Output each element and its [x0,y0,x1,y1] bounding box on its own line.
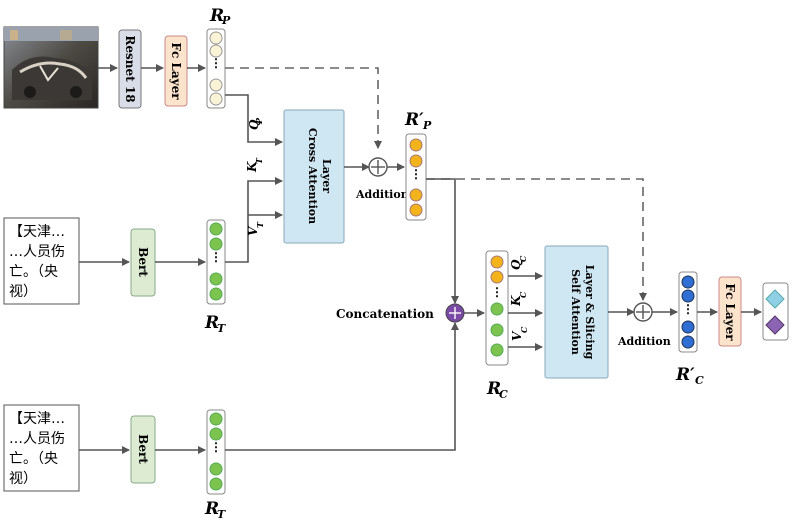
text2-line-2: …人员伤 [9,431,65,447]
rc-prime-label: R′ [675,365,695,385]
qp-label-sub: P [254,117,264,125]
vehicle-photo-icon [3,26,99,109]
fc-layer-2-label: Fc Layer [723,283,737,341]
rp-label: R [209,6,224,26]
rc-vector: ⋮ [485,250,509,366]
text-input-2: 【天津… …人员伤 亡。（央 视） [3,404,80,492]
cross-attention-line2: Layer [320,159,333,193]
rt-label-1: R [204,313,219,333]
cross-attention-block: Cross Attention Layer [283,109,345,244]
text2-line-3: 亡。（央 [9,451,58,467]
rp-prime-label-sub: P [422,119,432,132]
qc-label-sub: C [518,255,528,262]
rp-prime-label: R′ [404,110,424,130]
vc-label-sub: C [519,326,529,333]
text2-line-4: 视） [9,471,37,487]
vt-label-sub: T [255,221,265,228]
svg-text:⋮: ⋮ [210,56,222,70]
svg-text:⋮: ⋮ [491,285,503,299]
rc-label: R [486,379,501,399]
rt-vector-1: ⋮ [206,219,226,305]
text1-line-2: …人员伤 [9,244,65,260]
bert-2-label: Bert [136,434,150,464]
svg-text:⋮: ⋮ [210,440,222,454]
addition-label-2: Addition [617,335,671,348]
fc-layer-block-2: Fc Layer [718,276,742,347]
resnet-block: Resnet 18 [118,29,142,109]
rt-label-2-sub: T [217,508,226,521]
fc-layer-block-1: Fc Layer [164,35,188,107]
diamond-icon-2 [765,315,785,335]
text1-line-1: 【天津… [9,224,65,240]
qc-label: Q [509,259,523,270]
rt-label-2: R [204,499,219,519]
svg-text:⋮: ⋮ [410,167,422,181]
cross-attention-line1: Cross Attention [306,128,319,224]
rp-vector: ⋮ [206,28,226,109]
rc-prime-label-sub: C [695,374,704,387]
svg-text:⋮: ⋮ [210,250,222,264]
kt-label-sub: T [254,157,264,164]
bert-1-label: Bert [136,247,150,277]
text1-line-4: 视） [9,284,37,300]
addition-icon-2 [633,302,653,322]
kc-label: K [509,295,523,307]
bert-block-1: Bert [130,228,156,297]
text2-line-1: 【天津… [9,411,65,427]
bert-block-2: Bert [130,415,156,484]
self-attention-line1: Self Attention [569,269,582,355]
self-attention-line2: Layer & Slicing [583,265,596,360]
text1-line-3: 亡。（央 [9,264,58,280]
diamond-icon [765,289,785,309]
output-vector [762,282,789,341]
resnet-label: Resnet 18 [123,35,137,102]
vt-label: V [246,225,260,236]
svg-text:⋮: ⋮ [682,302,694,316]
concatenation-icon [445,303,465,323]
kt-label: K [245,161,259,173]
rt-label-1-sub: T [217,322,226,335]
rp-prime-vector: ⋮ [405,133,427,221]
rp-label-sub: P [221,14,231,27]
rc-prime-vector: ⋮ [678,271,698,353]
rt-vector-2: ⋮ [206,409,226,495]
rc-label-sub: C [499,388,508,401]
vc-label: V [510,330,524,341]
kc-label-sub: C [518,291,528,298]
self-attention-block: Self Attention Layer & Slicing [544,245,609,379]
concatenation-label: Concatenation [336,307,434,321]
fc-layer-1-label: Fc Layer [169,42,183,100]
addition-label-1: Addition [355,188,409,201]
text-input-1: 【天津… …人员伤 亡。（央 视） [3,217,80,305]
addition-icon [368,157,388,177]
qp-label: Q [247,119,261,130]
